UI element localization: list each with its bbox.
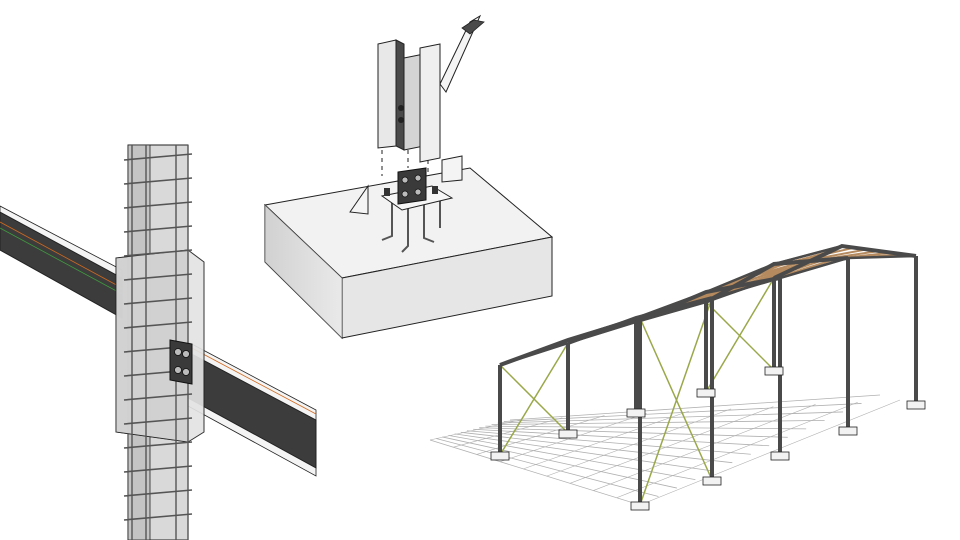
beam-right — [187, 341, 317, 477]
stirrup — [123, 417, 193, 425]
shadow-line — [473, 428, 770, 447]
explode-guides — [381, 150, 429, 176]
pad-footing — [906, 400, 926, 410]
steel-frame — [490, 243, 926, 511]
shadow-line — [429, 419, 521, 441]
rafter — [705, 256, 849, 304]
bolt — [182, 350, 190, 358]
stirrup — [123, 225, 193, 233]
rebar-cage — [123, 145, 193, 540]
bolt — [174, 348, 182, 356]
stirrup — [123, 513, 193, 521]
bolt — [182, 368, 190, 376]
shadow-line — [509, 394, 881, 421]
pad-footing — [558, 429, 578, 439]
rafter — [773, 243, 917, 280]
stirrup — [123, 177, 193, 185]
stirrup — [123, 465, 193, 473]
wall-bracing — [639, 317, 713, 481]
gusset-right — [441, 155, 463, 183]
pad-footing — [630, 501, 650, 511]
stirrup — [123, 441, 193, 449]
beam-column-connection — [0, 144, 317, 540]
wall-bracing — [705, 301, 775, 371]
shadow-line — [476, 415, 605, 455]
stirrup — [123, 249, 193, 257]
base-plate — [380, 167, 454, 211]
rafter — [635, 276, 781, 324]
pad-footing — [490, 451, 510, 461]
column-base-plate-footing — [263, 14, 554, 340]
shadow-line — [639, 399, 901, 506]
portal-frame-structure — [429, 243, 926, 511]
rafter — [567, 296, 713, 345]
steel-column — [377, 14, 485, 163]
shadow-line — [453, 417, 563, 448]
pad-footing — [626, 408, 646, 418]
shadow-line — [448, 434, 696, 481]
shadow-line — [479, 427, 788, 438]
stirrup — [123, 201, 193, 209]
stirrup — [123, 393, 193, 401]
pad-footing — [696, 388, 716, 398]
shadow-line — [429, 439, 641, 506]
shadow-line — [569, 406, 774, 484]
bolt — [174, 366, 182, 374]
pad-footing — [838, 426, 858, 436]
stirrup — [123, 153, 193, 161]
shadow-line — [436, 438, 659, 497]
beam-left — [0, 205, 123, 319]
shadow-line — [454, 433, 714, 472]
gusset-left — [349, 184, 369, 215]
end-plate — [169, 339, 193, 385]
stirrup — [123, 273, 193, 281]
stirrup — [123, 489, 193, 497]
wall-bracing — [639, 297, 713, 506]
pad-footing — [770, 451, 790, 461]
pad-footing — [764, 366, 784, 376]
column — [115, 144, 205, 540]
pad-footing — [702, 476, 722, 486]
shadow-line — [523, 410, 689, 470]
stirrup — [123, 297, 193, 305]
shadow-line — [460, 431, 733, 464]
shadow-line — [485, 425, 807, 430]
stirrup — [123, 321, 193, 329]
shadow-line — [616, 401, 858, 499]
shadow-line — [442, 436, 678, 489]
wall-bracing — [499, 364, 569, 434]
shadow-line — [491, 419, 825, 426]
shadow-line — [466, 430, 751, 455]
